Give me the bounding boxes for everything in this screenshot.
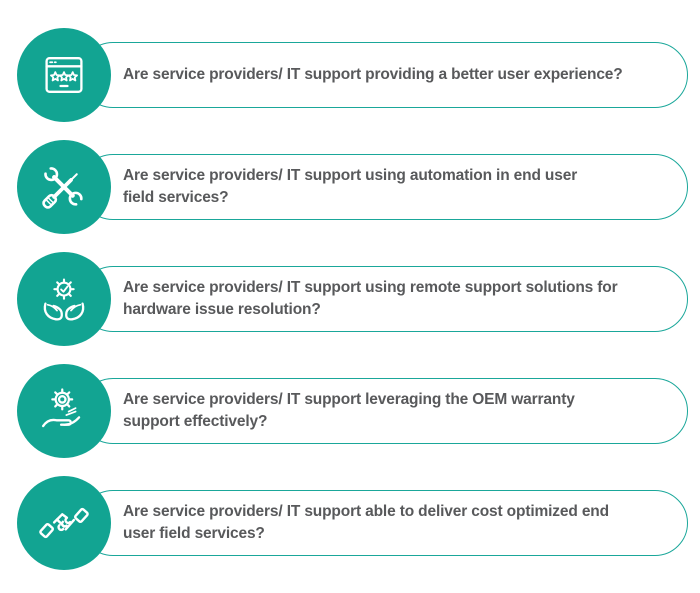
icon-circle — [17, 28, 111, 122]
wrench-screwdriver-icon — [42, 167, 83, 209]
icon-circle — [17, 364, 111, 458]
question-line: Are service providers/ IT support levera… — [123, 391, 575, 408]
question-text: Are service providers/ IT support using … — [123, 277, 618, 321]
question-line: Are service providers/ IT support using … — [123, 279, 618, 296]
icon-circle — [17, 252, 111, 346]
question-row: Are service providers/ IT support using … — [0, 140, 700, 234]
question-pill: Are service providers/ IT support levera… — [80, 378, 688, 444]
question-text: Are service providers/ IT support able t… — [123, 501, 609, 545]
question-line: support effectively? — [123, 413, 268, 430]
question-line: Are service providers/ IT support provid… — [123, 66, 623, 83]
question-line: user field services? — [123, 525, 265, 542]
question-row: Are service providers/ IT support able t… — [0, 476, 700, 570]
icon-circle — [17, 476, 111, 570]
handshake-icon — [39, 507, 89, 539]
question-pill: Are service providers/ IT support using … — [80, 266, 688, 332]
question-text: Are service providers/ IT support using … — [123, 165, 577, 209]
question-line: field services? — [123, 189, 229, 206]
question-line: Are service providers/ IT support able t… — [123, 503, 609, 520]
icon-circle — [17, 140, 111, 234]
question-text: Are service providers/ IT support levera… — [123, 389, 575, 433]
hands-gear-check-icon — [43, 278, 85, 321]
question-line: Are service providers/ IT support using … — [123, 167, 578, 184]
browser-stars-icon — [45, 57, 83, 93]
question-line: hardware issue resolution? — [123, 301, 321, 318]
question-pill: Are service providers/ IT support using … — [80, 154, 688, 220]
question-pill: Are service providers/ IT support provid… — [80, 42, 688, 108]
question-text: Are service providers/ IT support provid… — [123, 64, 623, 86]
question-row: Are service providers/ IT support using … — [0, 252, 700, 346]
question-pill: Are service providers/ IT support able t… — [80, 490, 688, 556]
hand-gear-icon — [41, 388, 81, 428]
question-row: Are service providers/ IT support provid… — [0, 28, 700, 122]
question-row: Are service providers/ IT support levera… — [0, 364, 700, 458]
